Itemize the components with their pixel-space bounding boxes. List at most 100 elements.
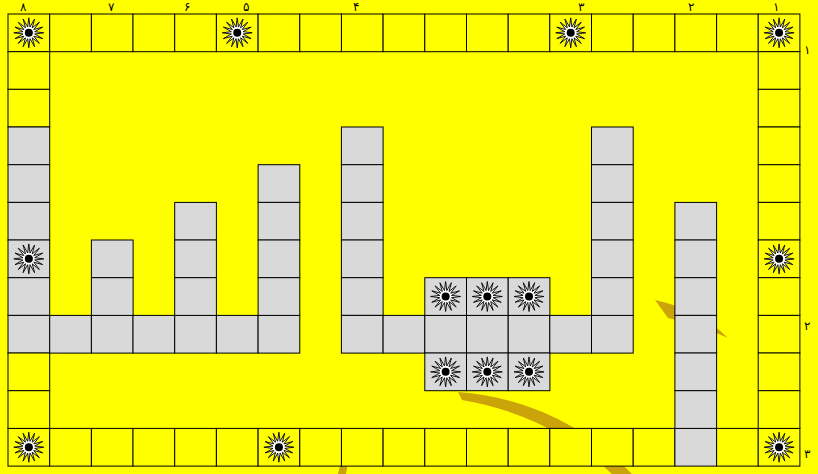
board-cell xyxy=(258,240,300,278)
star-center xyxy=(567,29,575,37)
position-number: ۴ xyxy=(353,1,359,13)
board-cell xyxy=(175,278,217,316)
board-cell xyxy=(717,14,759,52)
position-number: ۵ xyxy=(243,1,249,13)
board-cell xyxy=(425,353,467,391)
board-cell xyxy=(592,202,634,240)
board-cell xyxy=(508,353,550,391)
board-cell xyxy=(8,14,50,52)
board-cell xyxy=(758,240,800,278)
board-cell xyxy=(341,315,383,353)
board-cell xyxy=(341,428,383,466)
star-center xyxy=(483,368,491,376)
board-cell xyxy=(175,202,217,240)
board-cell xyxy=(216,315,258,353)
board-cell xyxy=(758,127,800,165)
board-cell xyxy=(8,391,50,429)
board-cell xyxy=(467,278,509,316)
board-cell xyxy=(508,428,550,466)
board-cell xyxy=(550,315,592,353)
star-center xyxy=(233,29,241,37)
star-symbol xyxy=(222,18,252,48)
board-cell xyxy=(341,165,383,203)
board-cell xyxy=(592,315,634,353)
board-cell xyxy=(592,240,634,278)
board-cell xyxy=(258,202,300,240)
board-cell xyxy=(383,315,425,353)
board-cell xyxy=(467,14,509,52)
star-symbol xyxy=(514,357,544,387)
star-symbol xyxy=(14,18,44,48)
board-cell xyxy=(91,428,133,466)
board-cell xyxy=(258,14,300,52)
board-cell xyxy=(758,353,800,391)
position-number: ۱ xyxy=(773,1,779,13)
board-cell xyxy=(175,240,217,278)
board-cell xyxy=(91,278,133,316)
board-cell xyxy=(592,14,634,52)
position-number: ۶ xyxy=(184,1,190,13)
position-number: ۷ xyxy=(108,1,114,13)
board-cell xyxy=(216,14,258,52)
board-cell xyxy=(717,428,759,466)
board-cell xyxy=(258,278,300,316)
star-center xyxy=(442,293,450,301)
board-cell xyxy=(341,240,383,278)
board-cell xyxy=(592,428,634,466)
position-number: ۸ xyxy=(20,1,26,13)
board-cell xyxy=(8,315,50,353)
board-cell xyxy=(175,428,217,466)
board-cell xyxy=(758,428,800,466)
star-center xyxy=(483,293,491,301)
star-symbol xyxy=(431,282,461,312)
board-cell xyxy=(50,14,92,52)
board-cell xyxy=(758,89,800,127)
board-cell xyxy=(675,278,717,316)
board-cell xyxy=(425,278,467,316)
board-cell xyxy=(675,353,717,391)
star-symbol xyxy=(431,357,461,387)
board-cell xyxy=(550,14,592,52)
board-cell xyxy=(508,14,550,52)
board-cell xyxy=(91,14,133,52)
board-cell xyxy=(258,428,300,466)
star-symbol xyxy=(556,18,586,48)
board-cell xyxy=(8,428,50,466)
board-cell xyxy=(633,428,675,466)
board-cell xyxy=(8,89,50,127)
star-symbol xyxy=(264,432,294,462)
board-cell xyxy=(633,14,675,52)
board-cell xyxy=(133,315,175,353)
board-cell xyxy=(133,14,175,52)
board-cell xyxy=(175,14,217,52)
board-cell xyxy=(467,428,509,466)
board-cell xyxy=(675,202,717,240)
board-cell xyxy=(758,202,800,240)
star-center xyxy=(25,255,33,263)
board-cell xyxy=(467,353,509,391)
star-symbol xyxy=(764,244,794,274)
board-cell xyxy=(508,278,550,316)
board-cell xyxy=(550,428,592,466)
star-center xyxy=(525,368,533,376)
board-cell xyxy=(508,315,550,353)
board-cell xyxy=(216,428,258,466)
board-cell xyxy=(8,240,50,278)
board-cell xyxy=(383,14,425,52)
board-cell xyxy=(341,202,383,240)
board-cell xyxy=(467,315,509,353)
board-cell xyxy=(758,52,800,90)
board-cell xyxy=(758,315,800,353)
board-cell xyxy=(8,202,50,240)
board-cell xyxy=(258,315,300,353)
board-cell xyxy=(383,428,425,466)
board-cell xyxy=(8,165,50,203)
star-symbol xyxy=(472,357,502,387)
board-cell xyxy=(8,127,50,165)
board-cell xyxy=(758,278,800,316)
board-cell xyxy=(758,14,800,52)
star-center xyxy=(442,368,450,376)
board-cell xyxy=(592,127,634,165)
board-cell xyxy=(675,428,717,466)
